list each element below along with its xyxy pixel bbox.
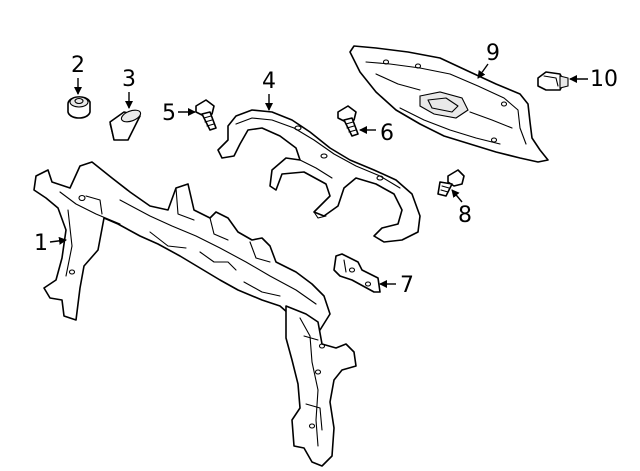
part-bushing: [109, 109, 142, 141]
part-radiator-support: [33, 161, 357, 467]
callout-1: 1: [34, 231, 67, 256]
callout-label-6: 6: [380, 121, 394, 146]
callout-5: 5: [162, 101, 196, 126]
callout-label-7: 7: [400, 273, 414, 298]
part-grommet: [67, 96, 91, 119]
part-bolt-6: [337, 105, 359, 137]
callout-7: 7: [379, 273, 414, 298]
callout-3: 3: [122, 67, 136, 109]
callout-label-10: 10: [590, 67, 618, 92]
part-plate: [333, 253, 381, 293]
callout-6: 6: [359, 121, 394, 146]
callout-8: 8: [451, 189, 472, 228]
callout-label-9: 9: [486, 41, 500, 66]
callout-label-1: 1: [34, 231, 48, 256]
callout-label-2: 2: [71, 53, 85, 78]
callout-4: 4: [262, 69, 276, 111]
part-support-bracket: [217, 109, 421, 243]
callout-label-8: 8: [458, 203, 472, 228]
callout-2: 2: [71, 53, 85, 95]
part-air-deflector-shield: [349, 45, 549, 163]
callout-9: 9: [477, 41, 500, 79]
callout-label-4: 4: [262, 69, 276, 94]
part-bolt-8: [437, 169, 465, 197]
part-clip: [537, 71, 569, 91]
callout-label-3: 3: [122, 67, 136, 92]
part-bolt-5: [195, 99, 217, 131]
callout-10: 10: [569, 67, 618, 92]
callout-label-5: 5: [162, 101, 176, 126]
